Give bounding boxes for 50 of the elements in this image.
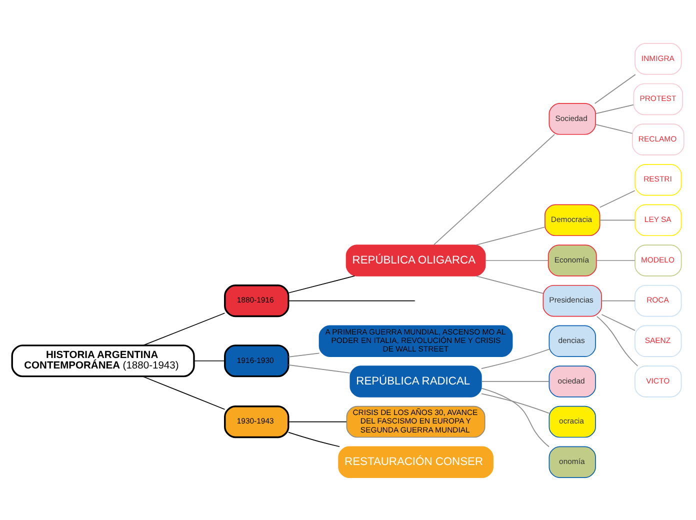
connector	[481, 387, 550, 447]
node-box: RESTRI	[634, 163, 682, 196]
node-box: Economía	[548, 244, 597, 276]
connector	[481, 348, 550, 368]
node-box: CRISIS DE LOS AÑOS 30, AVANCE DEL FASCISMO EN EUROPA Y SEGUNDA GUERRA MUNDIAL	[346, 405, 486, 438]
connector	[194, 360, 226, 361]
node-box: Presidencias	[542, 284, 602, 316]
connector	[480, 380, 550, 382]
connector	[595, 123, 633, 134]
node-box: ocracia	[548, 405, 596, 438]
connector	[476, 275, 544, 294]
node-box: onomía	[548, 446, 596, 478]
node-box: RECLAMO	[632, 123, 684, 155]
connector	[596, 316, 638, 366]
connector	[288, 364, 350, 373]
connector	[142, 312, 226, 346]
node-box: A PRIMERA GUERRA MUNDIAL, ASCENSO MO AL PODER EN ITALIA, REVOLUCIÓN ME Y CRISIS DE WALL STREET	[318, 324, 513, 357]
connector	[288, 431, 340, 447]
connector	[594, 74, 636, 104]
connector	[288, 275, 355, 293]
node-box: RESTAURACIÓN CONSER	[338, 446, 494, 478]
node-box: Democracia	[544, 204, 600, 236]
node-box: REPÚBLICA RADICAL	[350, 365, 482, 397]
connector	[601, 314, 636, 330]
connector	[599, 190, 636, 208]
connector	[288, 420, 347, 422]
node-box: 1930-1943	[224, 405, 290, 438]
connector	[476, 226, 546, 245]
node-box: HISTORIA ARGENTINA CONTEMPORÁNEA (1880-1943)	[11, 344, 195, 377]
connector	[433, 134, 555, 245]
node-box: 1916-1930	[224, 344, 290, 377]
connector	[599, 219, 636, 220]
node-box: PROTEST	[633, 82, 684, 115]
connector	[142, 375, 226, 410]
connector	[288, 300, 416, 301]
connector	[481, 392, 550, 414]
node-box: Sociedad	[548, 102, 596, 134]
node-box: ROCA	[634, 284, 682, 316]
connector	[595, 104, 634, 114]
node-box: VICTO	[634, 365, 682, 397]
node-box: SAENZ	[634, 324, 682, 357]
node-box: INMIGRA	[634, 42, 682, 74]
node-box: LEY SA	[634, 204, 682, 236]
node-box: dencias	[548, 324, 596, 357]
node-box: MODELO	[634, 244, 682, 276]
node-box: 1880-1916	[224, 284, 290, 317]
connector	[601, 300, 636, 301]
node-box: ociedad	[548, 365, 596, 397]
connector	[288, 352, 320, 357]
node-box: REPÚBLICA OLIGARCA	[346, 244, 486, 276]
